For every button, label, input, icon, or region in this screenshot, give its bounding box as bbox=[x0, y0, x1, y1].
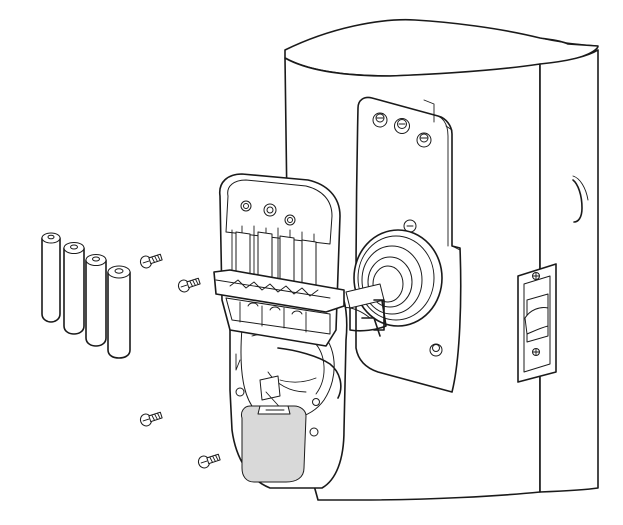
aa-batteries bbox=[41, 232, 131, 359]
screw-4 bbox=[197, 453, 221, 469]
screw-3 bbox=[139, 411, 163, 427]
plate-screws bbox=[372, 112, 443, 357]
screw-2 bbox=[177, 277, 201, 293]
battery-cover bbox=[213, 173, 345, 347]
door-latch bbox=[517, 263, 557, 383]
screw-1 bbox=[139, 253, 163, 269]
battery-3 bbox=[85, 254, 107, 347]
battery-2 bbox=[63, 242, 85, 335]
mounting-screws bbox=[139, 253, 221, 469]
spindle-assembly bbox=[321, 229, 443, 337]
battery-4 bbox=[107, 265, 131, 359]
battery-1 bbox=[41, 232, 61, 323]
